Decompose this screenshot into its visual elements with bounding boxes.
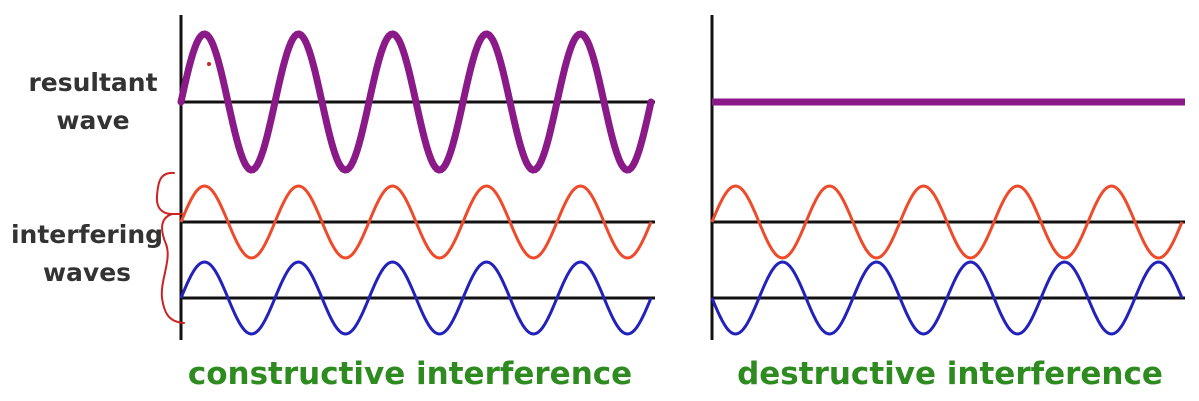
resultant-wave-label: resultant wave [18,64,168,140]
right-interfering-wave-blue [710,260,1184,336]
resultant-label-line2: wave [56,106,130,135]
left-interfering-wave-blue [179,260,653,336]
interfering-waves-label: interfering waves [2,216,172,292]
interfering-label-line2: waves [42,258,132,287]
handwritten-brace-annotation [155,171,185,324]
right-interfering-wave-red [710,184,1184,260]
left-resultant-wave [177,30,655,174]
interfering-label-line1: interfering [10,220,164,249]
constructive-interference-caption: constructive interference [187,356,633,392]
left-interfering-wave-red [179,184,653,260]
resultant-label-line1: resultant [28,68,158,97]
destructive-interference-caption: destructive interference [737,356,1163,392]
handwritten-dot-annotation [207,62,211,66]
